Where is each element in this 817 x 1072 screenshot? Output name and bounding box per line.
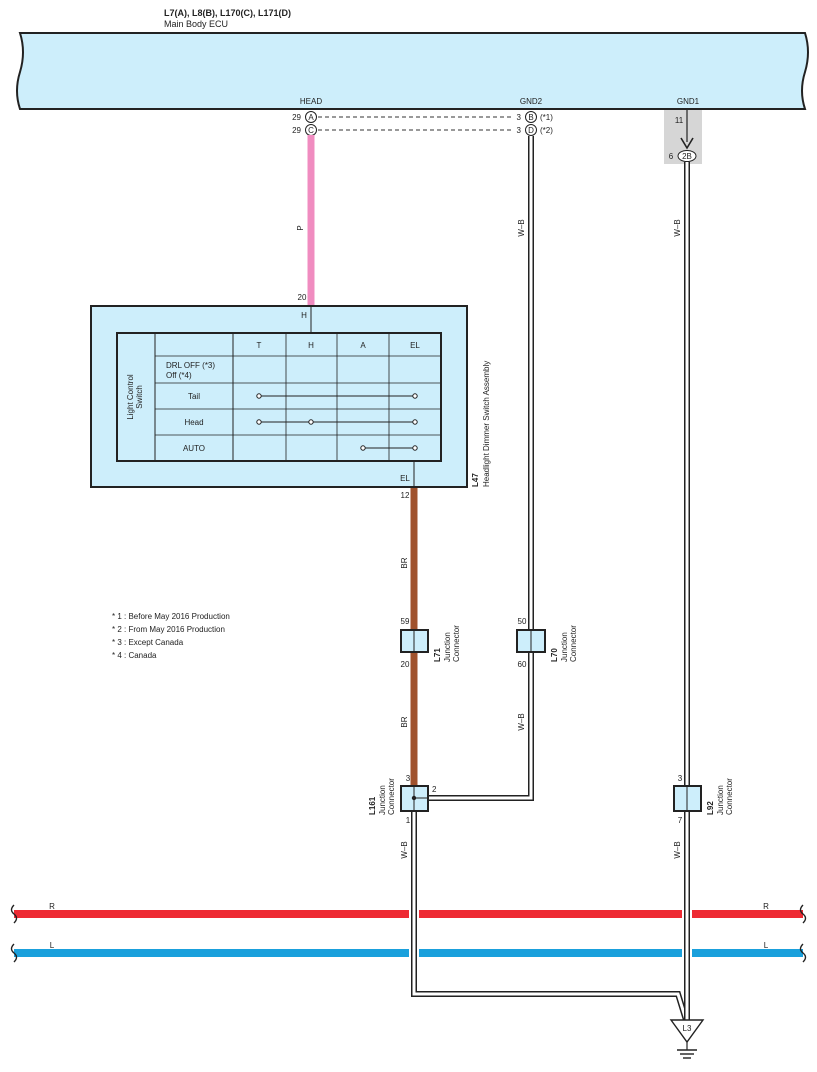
wire-p-label: P (296, 225, 305, 230)
switch-pin-bottom: 12 (401, 491, 410, 500)
l92-pin-top: 3 (678, 774, 683, 783)
wire-wb-label-5: W–B (673, 841, 682, 858)
switch-side-label-1: Light Control (126, 374, 135, 420)
switch-row-auto: AUTO (183, 444, 205, 453)
pin-c-letter: C (308, 126, 314, 135)
l70-pin-bottom: 60 (518, 660, 527, 669)
pin-a-number: 29 (292, 113, 301, 122)
l71-line2: Connector (452, 625, 461, 662)
gnd1-pin-number: 11 (675, 116, 684, 125)
bus-r-label-right: R (763, 902, 769, 911)
switch-side-label-2: Switch (135, 385, 144, 409)
l71-pin-bottom: 20 (401, 660, 410, 669)
l161-line1: Junction (378, 785, 387, 815)
l161-pin-right: 2 (432, 785, 437, 794)
l70-pin-top: 50 (518, 617, 527, 626)
pin-a-circle (305, 111, 317, 123)
wire-wb-l161-ground-inner (412, 811, 688, 1021)
l71-pin-top: 59 (401, 617, 410, 626)
l92-pin-bottom: 7 (678, 816, 683, 825)
switch-row-off: Off (*4) (166, 371, 192, 380)
switch-row-head: Head (184, 418, 203, 427)
l71-line1: Junction (443, 632, 452, 662)
ecu-box (16, 32, 809, 110)
l70-code: L70 (550, 648, 559, 662)
ecu-connectors-label: L7(A), L8(B), L170(C), L171(D) (164, 8, 291, 18)
pin-b-letter: B (528, 113, 533, 122)
terminal-head: HEAD (300, 97, 322, 106)
ecu-name-label: Main Body ECU (164, 19, 228, 29)
l92-code: L92 (706, 801, 715, 815)
pin-b-circle (525, 111, 537, 123)
l70-line2: Connector (569, 625, 578, 662)
ground-joint-label: 2B (682, 152, 692, 161)
ground-triangle (669, 1019, 705, 1044)
wire-wb-l70-l161-inner (428, 652, 533, 800)
bus-r-break-left (10, 904, 18, 924)
switch-row-tail: Tail (188, 392, 200, 401)
wire-wb-label-2: W–B (517, 713, 526, 730)
l71-code: L71 (433, 648, 442, 662)
continuity-head-el (412, 419, 418, 425)
switch-col-a: A (360, 341, 366, 350)
bus-l-label-left: L (50, 941, 55, 950)
pin-c-number: 29 (292, 126, 301, 135)
ground-joint-oval (677, 150, 697, 162)
switch-table (116, 332, 442, 462)
switch-term-top: H (301, 311, 307, 320)
bus-l-label-right: L (764, 941, 769, 950)
switch-code: L47 (471, 473, 480, 487)
switch-name: Headlight Dimmer Switch Assembly (482, 361, 491, 487)
l161-splice-dot (411, 795, 417, 801)
l161-line2: Connector (387, 778, 396, 815)
wire-wb-label-3: W–B (673, 219, 682, 236)
pin-d-number: 3 (517, 126, 522, 135)
continuity-head-h (308, 419, 314, 425)
l92-line1: Junction (716, 785, 725, 815)
gnd1-arrow-icon (680, 137, 694, 150)
bus-l-break-left (10, 943, 18, 963)
switch-pin-top: 20 (298, 293, 307, 302)
bus-l-break-right (799, 943, 807, 963)
wire-br-label-1: BR (400, 557, 409, 568)
pin-b-note: (*1) (540, 113, 553, 122)
note-2: * 2 : From May 2016 Production (112, 625, 225, 634)
ground-label: L3 (683, 1024, 692, 1033)
continuity-auto-el (412, 445, 418, 451)
note-4: * 4 : Canada (112, 651, 157, 660)
pin-d-letter: D (528, 126, 534, 135)
ground-joint-pin: 6 (669, 152, 674, 161)
pin-d-note: (*2) (540, 126, 553, 135)
wire-wb-label-4: W–B (400, 841, 409, 858)
terminal-gnd1: GND1 (677, 97, 700, 106)
switch-col-el: EL (410, 341, 420, 350)
note-1: * 1 : Before May 2016 Production (112, 612, 230, 621)
wire-br-label-2: BR (400, 716, 409, 727)
switch-col-t: T (257, 341, 262, 350)
pin-a-letter: A (308, 113, 314, 122)
switch-term-bottom: EL (400, 474, 410, 483)
switch-col-h: H (308, 341, 314, 350)
pin-b-number: 3 (517, 113, 522, 122)
pin-d-circle (525, 124, 537, 136)
l161-code: L161 (368, 796, 377, 815)
continuity-head-t (256, 419, 262, 425)
l92-line2: Connector (725, 778, 734, 815)
switch-row-drl-off: DRL OFF (*3) (166, 361, 215, 370)
continuity-auto-a (360, 445, 366, 451)
bus-r-break-right (799, 904, 807, 924)
l161-pin-top: 3 (406, 774, 411, 783)
continuity-tail-el (412, 393, 418, 399)
bus-r-label-left: R (49, 902, 55, 911)
wire-wb-l70-l161 (428, 652, 534, 801)
note-3: * 3 : Except Canada (112, 638, 184, 647)
l161-pin-bottom: 1 (406, 816, 411, 825)
wire-wb-label-1: W–B (517, 219, 526, 236)
terminal-gnd2: GND2 (520, 97, 543, 106)
continuity-tail-t (256, 393, 262, 399)
l70-line1: Junction (560, 632, 569, 662)
